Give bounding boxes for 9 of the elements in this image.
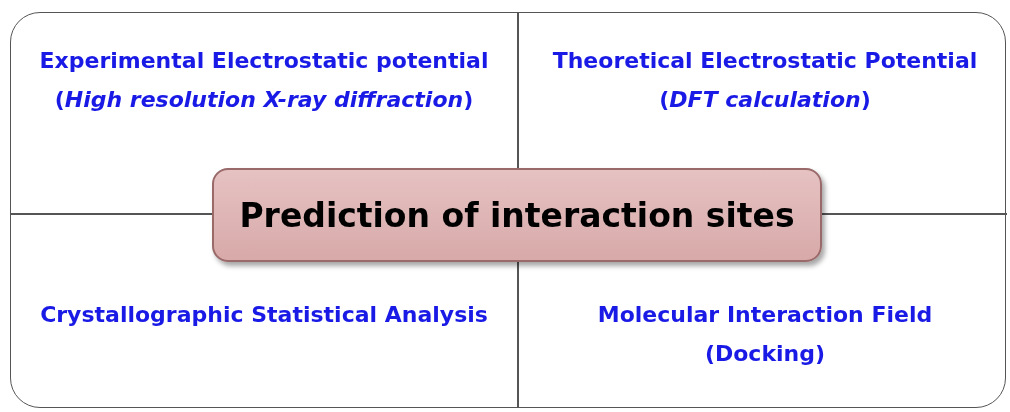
quadrant-heading: Molecular Interaction Field <box>596 301 934 329</box>
quadrant-heading: Crystallographic Statistical Analysis <box>39 301 489 329</box>
central-title: Prediction of interaction sites <box>239 195 795 235</box>
quadrant-subheading: (High resolution X-ray diffraction) <box>53 85 475 114</box>
quadrant-subheading: (DFT calculation) <box>658 85 872 114</box>
quadrant-heading: Experimental Electrostatic potential <box>38 47 490 75</box>
central-box <box>212 168 822 262</box>
quadrant-subheading: (Docking) <box>703 339 827 368</box>
quadrant-heading: Theoretical Electrostatic Potential <box>551 47 979 75</box>
